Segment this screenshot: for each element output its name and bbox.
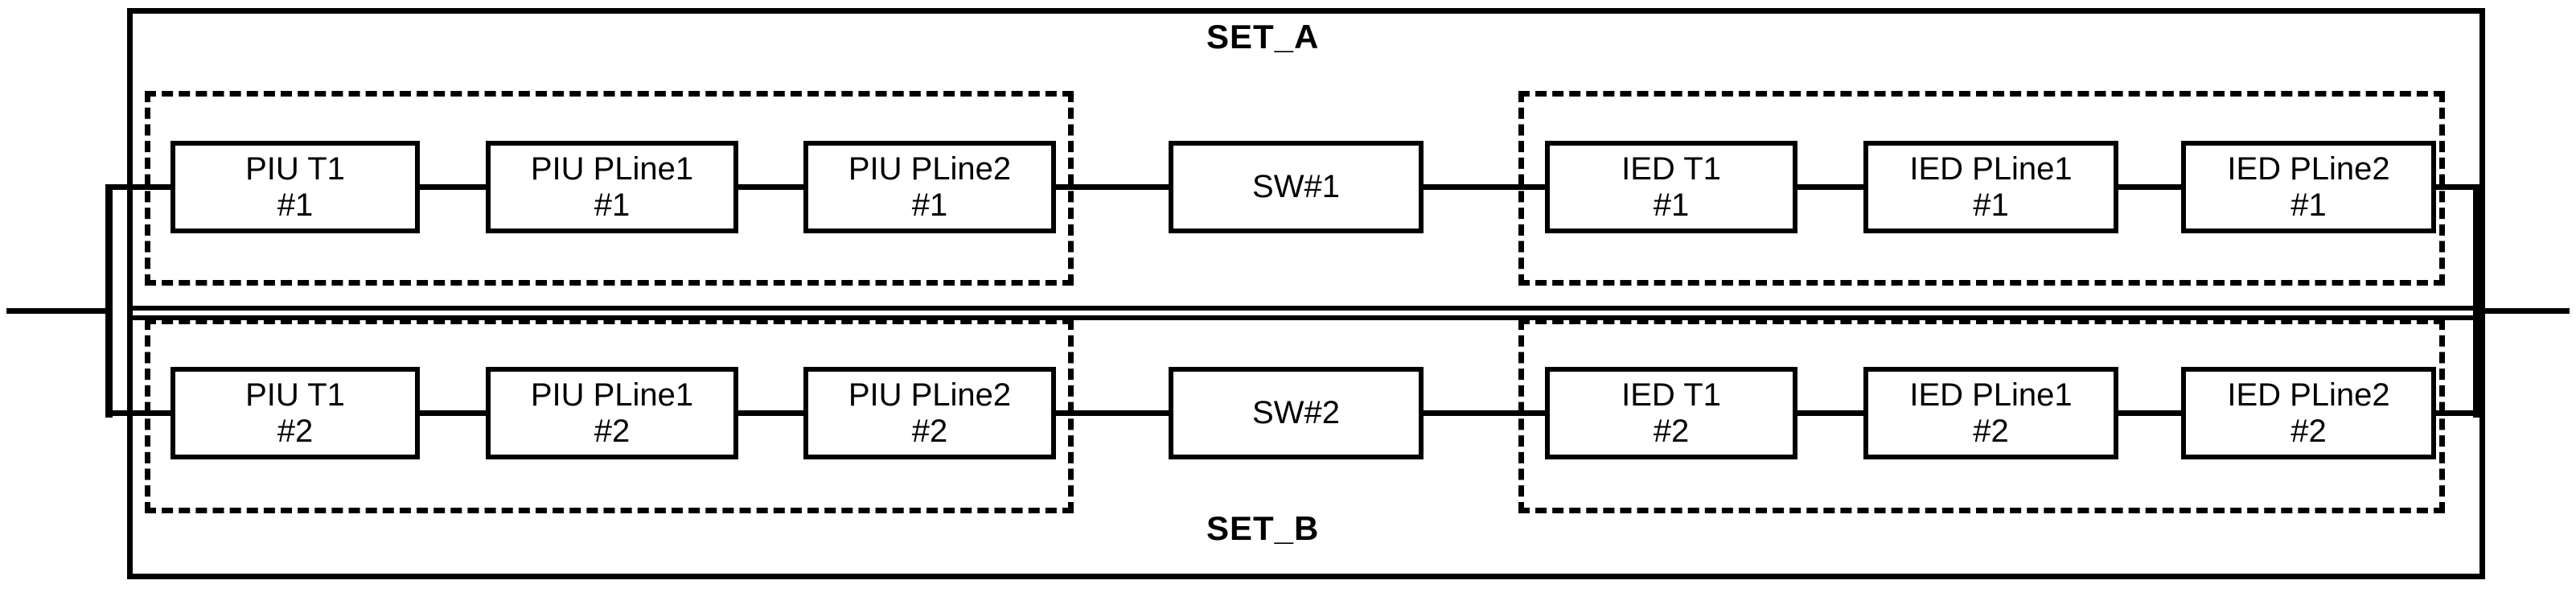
node-piu-pline1-2[interactable]: PIU PLine1 #2	[486, 367, 738, 459]
set-b-label: SET_B	[1206, 509, 1320, 547]
node-label-line2: #1	[1653, 187, 1690, 223]
node-label-line1: PIU T1	[245, 150, 345, 187]
wire-ied-pline2-to-bus-1	[2433, 184, 2478, 190]
wire-ied-pline1-to-pline2-2	[2115, 410, 2184, 416]
node-label-line2: #1	[911, 187, 948, 223]
node-label-line1: PIU PLine2	[848, 150, 1012, 187]
node-ied-t1-1[interactable]: IED T1 #1	[1545, 141, 1797, 233]
wire-piu-pline2-to-sw2	[1054, 410, 1174, 416]
node-ied-pline2-1[interactable]: IED PLine2 #1	[2181, 141, 2436, 233]
node-ied-t1-2[interactable]: IED T1 #2	[1545, 367, 1797, 459]
node-label-line1: IED PLine1	[1909, 377, 2073, 413]
node-label-line2: #1	[2290, 187, 2327, 223]
wire-ied-t1-to-pline1-1	[1797, 184, 1867, 190]
node-piu-t1-2[interactable]: PIU T1 #2	[171, 367, 420, 459]
wire-piu-t1-to-pline1-1	[418, 184, 487, 190]
ied-group-2	[1518, 319, 2445, 513]
node-label-line1: PIU T1	[245, 377, 345, 413]
node-label-line1: SW#2	[1252, 395, 1340, 431]
node-piu-pline2-2[interactable]: PIU PLine2 #2	[803, 367, 1056, 459]
set-divider-upper	[127, 306, 2485, 311]
node-switch-1[interactable]: SW#1	[1169, 141, 1424, 233]
node-label-line2: #2	[277, 413, 314, 449]
wire-sw1-to-ied-t1-1	[1419, 184, 1548, 190]
node-label-line1: PIU PLine1	[530, 377, 694, 413]
node-label-line2: #2	[2290, 413, 2327, 449]
node-label-line2: #2	[1653, 413, 1690, 449]
node-ied-pline1-2[interactable]: IED PLine1 #2	[1863, 367, 2118, 459]
node-label-line2: #2	[594, 413, 631, 449]
node-piu-t1-1[interactable]: PIU T1 #1	[171, 141, 420, 233]
node-switch-2[interactable]: SW#2	[1169, 367, 1424, 459]
wire-bus-to-piu-t1-2	[105, 410, 175, 416]
wire-ied-pline2-to-bus-2	[2433, 410, 2478, 416]
piu-group-2	[145, 319, 1074, 513]
node-label-line2: #2	[1973, 413, 2009, 449]
node-label-line1: IED PLine2	[2227, 150, 2390, 187]
node-label-line2: #1	[277, 187, 314, 223]
node-label-line1: IED PLine2	[2227, 377, 2390, 413]
external-line-right	[2477, 308, 2570, 314]
node-ied-pline1-1[interactable]: IED PLine1 #1	[1863, 141, 2118, 233]
node-label-line2: #2	[911, 413, 948, 449]
external-line-left	[6, 308, 111, 314]
system-boundary	[127, 8, 2485, 579]
node-ied-pline2-2[interactable]: IED PLine2 #2	[2181, 367, 2436, 459]
wire-piu-pline2-to-sw1	[1054, 184, 1174, 190]
wire-sw2-to-ied-t1-2	[1419, 410, 1548, 416]
wire-piu-t1-to-pline1-2	[418, 410, 487, 416]
left-bus-bar	[105, 184, 113, 418]
wire-piu-pline1-to-pline2-1	[736, 184, 805, 190]
node-label-line1: IED PLine1	[1909, 150, 2073, 187]
node-label-line1: IED T1	[1621, 377, 1721, 413]
wire-ied-pline1-to-pline2-1	[2115, 184, 2184, 190]
node-piu-pline1-1[interactable]: PIU PLine1 #1	[486, 141, 738, 233]
node-label-line2: #1	[594, 187, 631, 223]
set-a-label: SET_A	[1206, 18, 1320, 56]
node-label-line1: IED T1	[1621, 150, 1721, 187]
node-label-line1: SW#1	[1252, 169, 1340, 205]
node-label-line1: PIU PLine1	[530, 150, 694, 187]
right-bus-bar	[2473, 184, 2480, 418]
node-label-line1: PIU PLine2	[848, 377, 1012, 413]
node-label-line2: #1	[1973, 187, 2009, 223]
node-piu-pline2-1[interactable]: PIU PLine2 #1	[803, 141, 1056, 233]
wire-ied-t1-to-pline1-2	[1797, 410, 1867, 416]
wire-bus-to-piu-t1-1	[105, 184, 175, 190]
set-divider-lower	[127, 315, 2485, 320]
wire-piu-pline1-to-pline2-2	[736, 410, 805, 416]
